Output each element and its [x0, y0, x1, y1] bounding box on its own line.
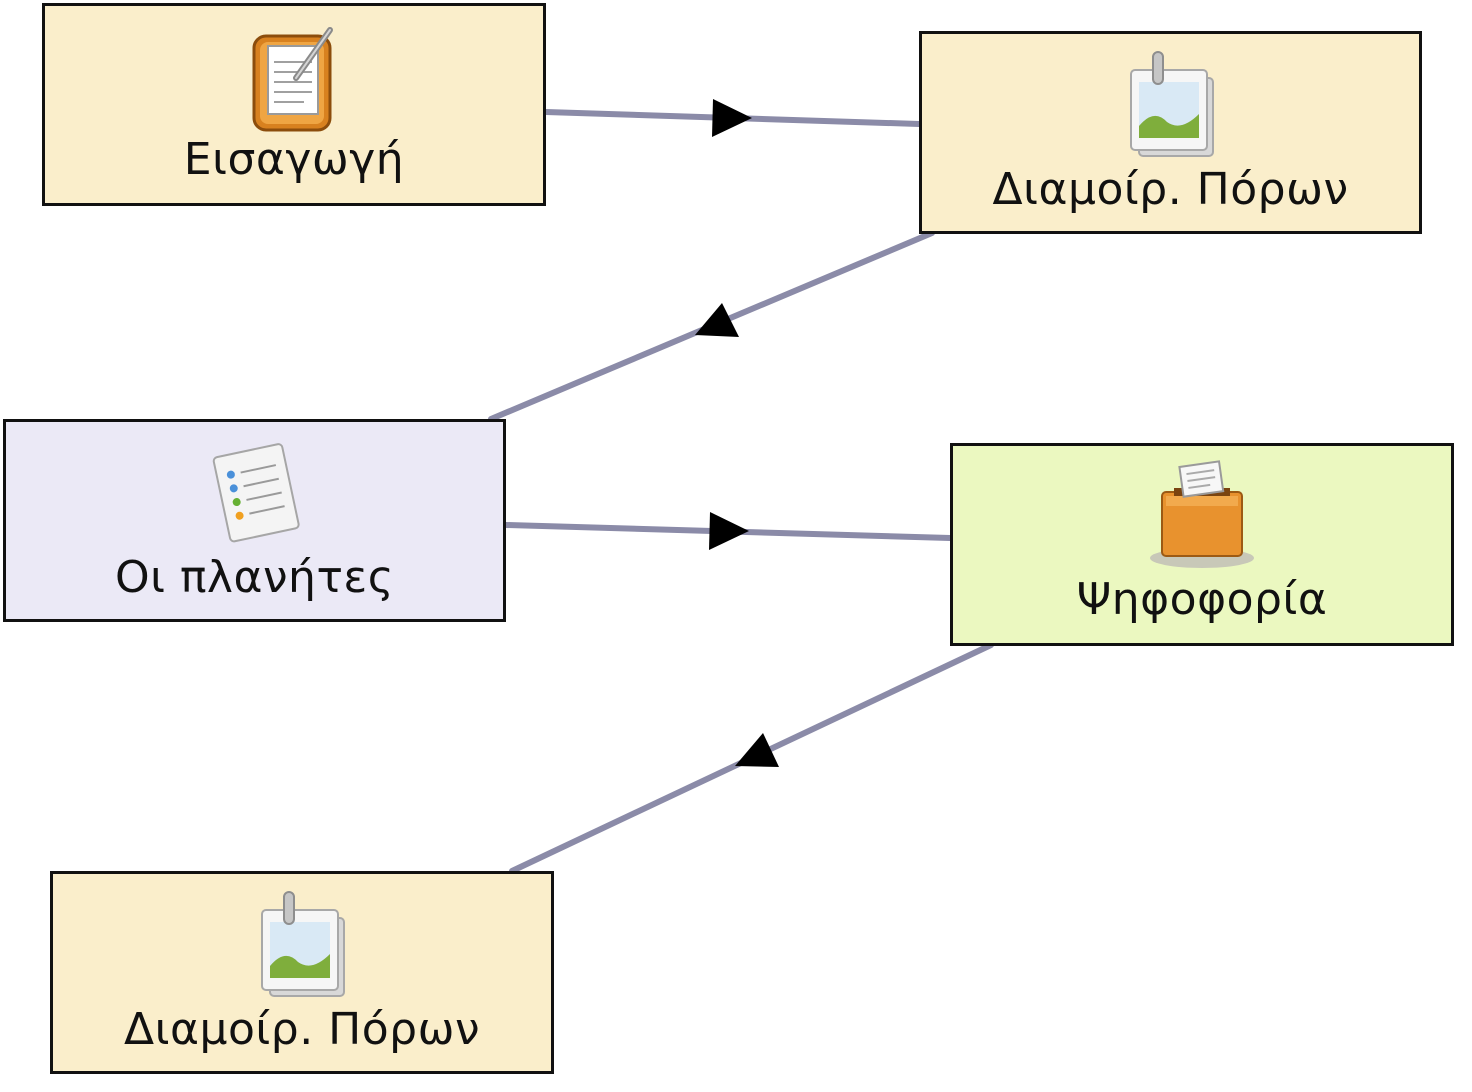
image-share-icon: [261, 891, 345, 997]
ballot-box-icon: [1150, 460, 1254, 568]
edge-intro-to-resources: [543, 99, 922, 137]
activity-node-resource-sharing[interactable]: Διαμοίρ. Πόρων: [50, 871, 554, 1074]
notepad-icon: [252, 27, 333, 132]
node-label: Εισαγωγή: [183, 134, 405, 185]
arrowhead-icon: [735, 733, 779, 767]
activity-node-planets[interactable]: Οι πλανήτες: [3, 419, 506, 622]
checklist-icon: [212, 443, 300, 543]
edge-resources-to-planets: [488, 230, 935, 422]
edge-vote-to-resources: [509, 642, 994, 874]
image-share-icon: [1129, 51, 1214, 157]
node-label: Διαμοίρ. Πόρων: [123, 1004, 481, 1055]
activity-node-intro[interactable]: Εισαγωγή: [42, 3, 546, 206]
edge-planets-to-vote: [503, 512, 953, 550]
arrowhead-icon: [712, 99, 752, 137]
activity-node-voting[interactable]: Ψηφοφορία: [950, 443, 1454, 646]
node-label: Διαμοίρ. Πόρων: [992, 164, 1349, 215]
arrowhead-icon: [709, 512, 749, 550]
arrowhead-icon: [695, 303, 739, 337]
activity-node-resource-sharing[interactable]: Διαμοίρ. Πόρων: [919, 31, 1422, 234]
node-label: Οι πλανήτες: [114, 552, 395, 603]
node-label: Ψηφοφορία: [1076, 574, 1328, 625]
